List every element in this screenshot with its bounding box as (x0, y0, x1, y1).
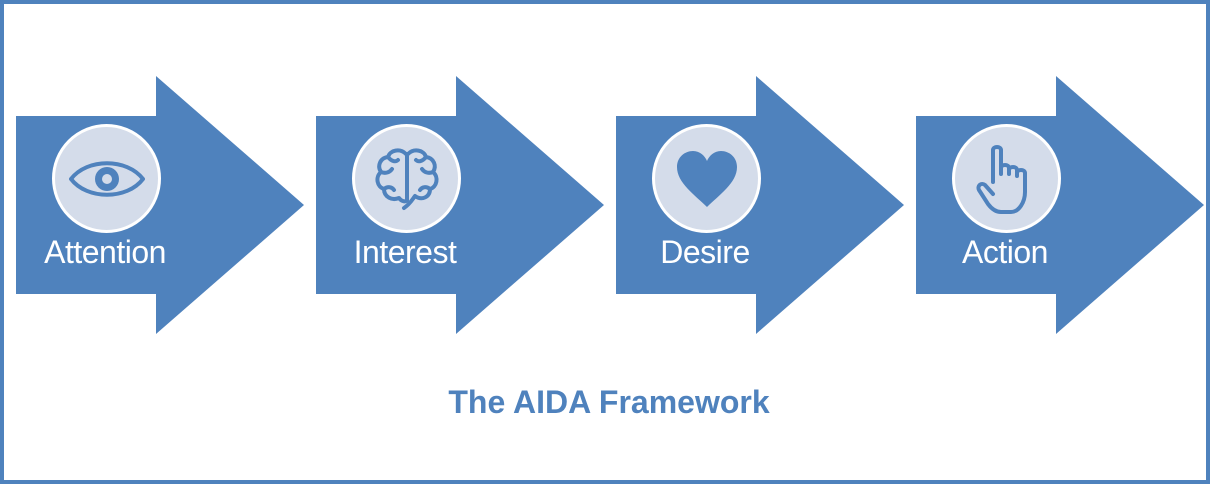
stage-action: Action (916, 76, 1206, 334)
stage-attention: Attention (16, 76, 306, 334)
pointing-hand-icon (976, 144, 1027, 214)
brain-icon (374, 147, 439, 210)
icon-circle (352, 124, 461, 233)
diagram-title: The AIDA Framework (448, 384, 770, 420)
stage-desire: Desire (616, 76, 906, 334)
stage-interest: Interest (316, 76, 606, 334)
stage-label: Action (962, 234, 1048, 270)
heart-icon (676, 150, 737, 207)
icon-circle (952, 124, 1061, 233)
stage-label: Desire (660, 234, 750, 270)
icon-circle (652, 124, 761, 233)
stage-label: Interest (353, 234, 457, 270)
eye-icon (68, 160, 145, 197)
icon-circle (52, 124, 161, 233)
stage-label: Attention (44, 234, 166, 270)
